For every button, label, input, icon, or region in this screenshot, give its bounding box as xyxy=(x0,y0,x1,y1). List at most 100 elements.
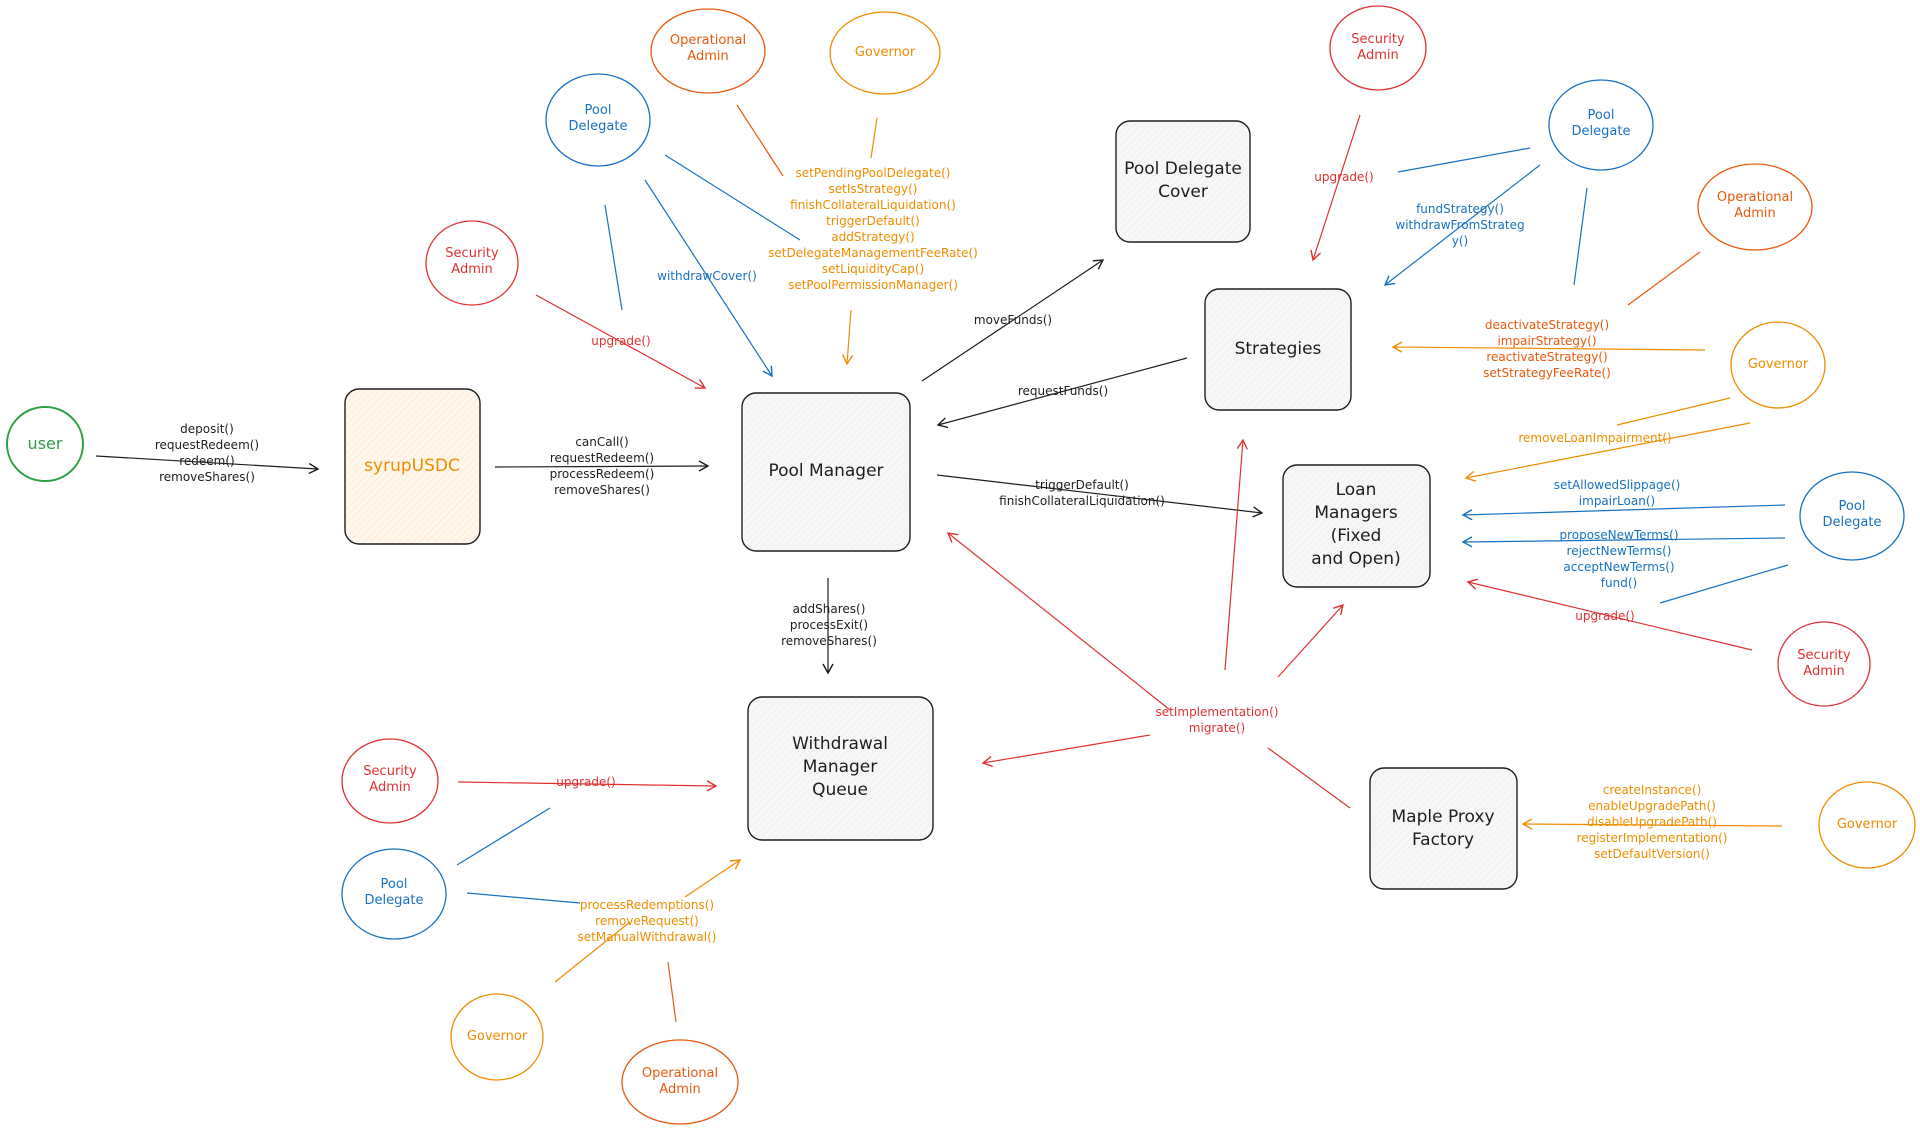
pool-delegate-label-right: Pool Delegate xyxy=(1822,499,1882,530)
edge-label-remove-impairment: removeLoanImpairment() xyxy=(1518,431,1672,445)
edge-factory-wmq xyxy=(981,734,1151,768)
edge-user-syrup xyxy=(95,455,320,475)
edge-secadmin-lm xyxy=(1466,578,1753,651)
edge-opadmin-pm xyxy=(736,104,784,177)
edge-opadmin-wmq xyxy=(667,961,677,1023)
edge-label-set-implementation: setImplementation() migrate() xyxy=(1155,705,1279,735)
edge-pd-pm-2 xyxy=(644,179,773,378)
pool-delegate-circle-right xyxy=(1799,471,1905,561)
edge-wmq-calls xyxy=(684,859,742,898)
edge-label-pm-lm: triggerDefault() finishCollateralLiquida… xyxy=(999,478,1165,508)
operational-admin-label-top: Operational Admin xyxy=(669,33,747,64)
edge-secadmin-wmq xyxy=(457,780,718,792)
security-admin-label-top-right: Security Admin xyxy=(1351,32,1405,63)
pool-manager-hatch xyxy=(744,395,908,549)
governor-circle-bottom-right xyxy=(1818,781,1916,869)
security-admin-circle-bottom-left xyxy=(341,738,439,824)
edge-label-pm-wmq: addShares() processExit() removeShares() xyxy=(781,602,877,648)
edge-label-wmq-upgrade: upgrade() xyxy=(556,775,616,789)
edge-factory-lm xyxy=(1277,603,1344,678)
edge-label-factory-governor: createInstance() enableUpgradePath() dis… xyxy=(1576,783,1728,861)
edge-pd-lm-2 xyxy=(1461,536,1786,548)
security-admin-label-right: Security Admin xyxy=(1797,648,1851,679)
edge-pm-lm xyxy=(936,474,1264,518)
edge-secadmin-pm xyxy=(535,294,707,389)
edge-pd-strategies-c xyxy=(1573,187,1588,286)
edge-governor-pm-top xyxy=(870,117,878,159)
pool-delegate-cover-label: Pool Delegate Cover xyxy=(1124,159,1242,202)
edge-syrup-pm xyxy=(494,460,710,472)
maple-proxy-factory-label: Maple Proxy Factory xyxy=(1391,807,1495,850)
security-admin-circle-left xyxy=(425,220,519,306)
edge-governor-wmq xyxy=(554,921,631,983)
edge-factory-pm xyxy=(946,532,1171,711)
edge-label-lm-upgrade: upgrade() xyxy=(1575,609,1635,623)
edge-label-strategies-admin: deactivateStrategy() impairStrategy() re… xyxy=(1483,318,1611,380)
pool-delegate-label-top-right: Pool Delegate xyxy=(1571,108,1631,139)
edge-label-slippage: setAllowedSlippage() impairLoan() xyxy=(1553,478,1681,508)
security-admin-label-bottom-left: Security Admin xyxy=(363,764,417,795)
edge-pd-lm-3 xyxy=(1659,564,1789,604)
edge-label-withdraw-cover: withdrawCover() xyxy=(657,269,757,283)
pool-delegate-circle-top xyxy=(545,73,651,167)
edge-label-syrup-pm: canCall() requestRedeem() processRedeem(… xyxy=(549,435,655,497)
edge-pd-pm-3 xyxy=(664,154,801,241)
edge-pd-wmq-1 xyxy=(456,807,551,866)
edge-label-strategies-upgrade: upgrade() xyxy=(1314,170,1374,184)
edge-governor-lm-b xyxy=(1464,422,1751,482)
edge-factory-strategies xyxy=(1224,438,1248,671)
maple-proxy-factory-hatch xyxy=(1372,770,1515,887)
edge-opadmin-strategies xyxy=(1627,251,1701,306)
strategies-label: Strategies xyxy=(1234,339,1322,359)
edge-governor-lm-a xyxy=(1616,397,1731,426)
loan-managers-hatch xyxy=(1285,467,1428,585)
edge-label-terms: proposeNewTerms() rejectNewTerms() accep… xyxy=(1559,528,1679,590)
edge-governor-factory xyxy=(1521,818,1783,830)
strategies-hatch xyxy=(1207,291,1349,408)
operational-admin-label-bottom: Operational Admin xyxy=(641,1066,719,1097)
edge-label-wmq-calls: processRedemptions() removeRequest() set… xyxy=(577,898,717,944)
governor-circle-top xyxy=(829,11,941,95)
pool-delegate-cover-hatch xyxy=(1118,123,1248,240)
edge-pd-strategies-b xyxy=(1383,164,1541,286)
edge-secadmin-strategies xyxy=(1310,114,1361,262)
edge-pd-pm-1 xyxy=(604,204,623,311)
edge-governor-strategies xyxy=(1391,341,1706,353)
edge-pm-cover xyxy=(921,259,1105,382)
user-label: user xyxy=(27,434,63,453)
edge-pd-wmq-2 xyxy=(466,892,581,904)
loan-managers-label: Loan Managers (Fixed and Open) xyxy=(1311,480,1401,569)
edge-strategies-pm xyxy=(936,357,1188,429)
governor-circle-bottom xyxy=(450,993,544,1081)
governor-label-bottom-right: Governor xyxy=(1836,817,1898,832)
pool-delegate-circle-bottom-left xyxy=(341,848,447,940)
edge-pd-lm-1 xyxy=(1461,504,1786,521)
edge-label-pm-upgrade: upgrade() xyxy=(591,334,651,348)
syrup-usdc-label: syrupUSDC xyxy=(364,456,460,476)
edge-label-strategies-fund: fundStrategy() withdrawFromStrateg y() xyxy=(1395,202,1525,248)
withdrawal-manager-queue-hatch xyxy=(750,699,931,838)
withdrawal-manager-queue-label: Withdrawal Manager Queue xyxy=(792,734,888,800)
edge-governor-pm xyxy=(842,309,854,366)
pool-delegate-label-top: Pool Delegate xyxy=(568,103,628,134)
governor-label-right: Governor xyxy=(1747,357,1809,372)
pool-delegate-circle-top-right xyxy=(1548,79,1654,171)
operational-admin-circle-top xyxy=(650,8,766,94)
syrup-usdc-hatch xyxy=(347,391,478,542)
operational-admin-circle-right xyxy=(1697,163,1813,251)
governor-circle-right xyxy=(1730,321,1826,409)
governor-label-top: Governor xyxy=(854,45,916,60)
security-admin-circle-right xyxy=(1777,621,1871,707)
edge-label-pm-governance: setPendingPoolDelegate() setIsStrategy()… xyxy=(768,166,978,292)
edge-label-user-syrup: deposit() requestRedeem() redeem() remov… xyxy=(154,422,260,484)
operational-admin-label-right: Operational Admin xyxy=(1716,190,1794,221)
security-admin-circle-top-right xyxy=(1329,5,1427,91)
governor-label-bottom: Governor xyxy=(466,1029,528,1044)
edge-pd-strategies-a xyxy=(1397,147,1531,173)
edge-factory-box-link xyxy=(1267,747,1351,809)
edge-label-request-funds: requestFunds() xyxy=(1017,384,1109,398)
user-circle xyxy=(6,406,84,482)
pool-delegate-label-bottom-left: Pool Delegate xyxy=(364,877,424,908)
